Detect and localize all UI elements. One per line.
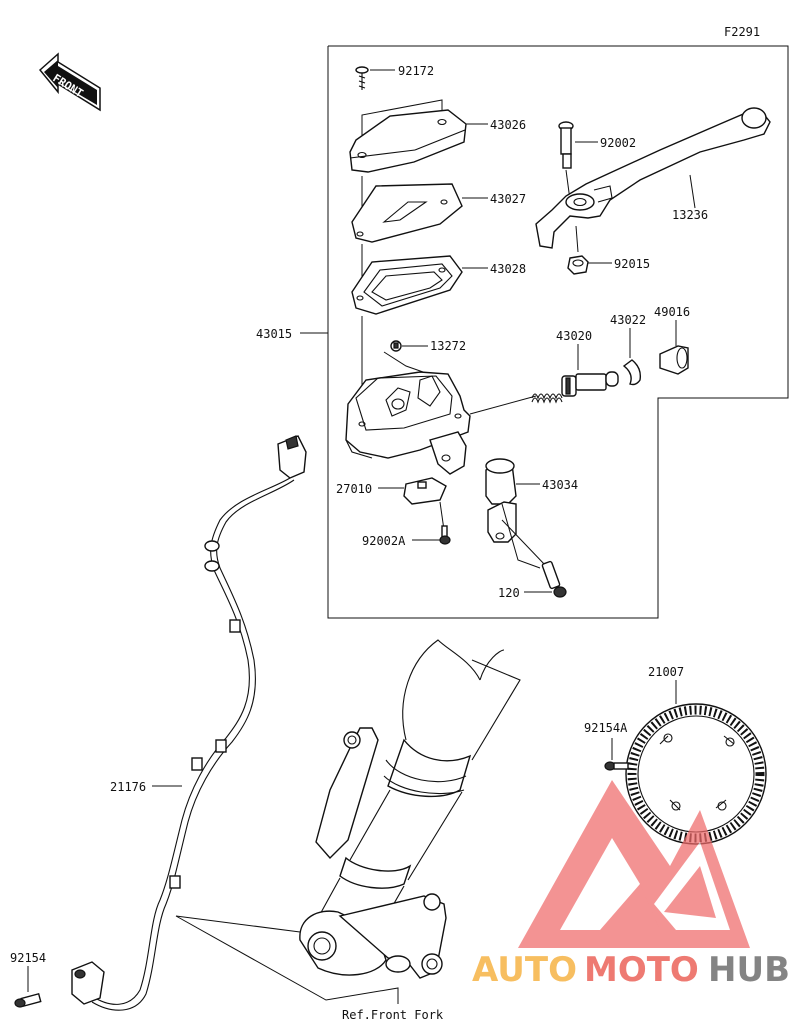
label-27010: 27010 [336, 482, 372, 496]
label-49016: 49016 [654, 305, 690, 319]
label-43022: 43022 [610, 313, 646, 327]
pivot-bolt-92002 [558, 121, 574, 169]
label-43026: 43026 [490, 118, 526, 132]
screw-92002A [439, 525, 451, 545]
label-21007: 21007 [648, 665, 684, 679]
plate-43027 [351, 183, 463, 243]
label-ref-front-fork: Ref.Front Fork [342, 1008, 444, 1022]
screw-92154A [604, 761, 629, 771]
diaphragm-43028 [351, 255, 463, 315]
reservoir-cap-43026 [349, 109, 467, 173]
bolt-92154 [14, 992, 42, 1008]
fork-ref-line [175, 915, 399, 1004]
label-13236: 13236 [672, 208, 708, 222]
brake-lever-13236 [535, 107, 771, 249]
ball-13272 [390, 340, 402, 352]
label-43034: 43034 [542, 478, 578, 492]
tone-ring-21007 [625, 703, 767, 845]
figure-code: F2291 [724, 25, 760, 39]
clamp-43034 [485, 458, 517, 543]
assembly-box [327, 45, 789, 619]
front-fork-ref [299, 639, 521, 979]
circlip-43022 [622, 359, 642, 386]
switch-27010 [403, 477, 447, 505]
nut-92015 [567, 255, 589, 275]
automotohub-logo: AUTO MOTO HUB [472, 780, 790, 990]
front-arrow-icon: FRONT [38, 52, 101, 112]
bolt-120 [541, 560, 567, 598]
label-92172: 92172 [398, 64, 434, 78]
boot-49016 [659, 345, 689, 375]
label-120: 120 [498, 586, 520, 600]
label-92002A: 92002A [362, 534, 406, 548]
screw-92172 [355, 66, 369, 90]
label-92002: 92002 [600, 136, 636, 150]
sensor-harness-21176 [71, 435, 307, 1011]
logo-moto: MOTO [584, 950, 699, 990]
label-13272: 13272 [430, 339, 466, 353]
label-92154: 92154 [10, 951, 46, 965]
label-43015: 43015 [256, 327, 292, 341]
label-43020: 43020 [556, 329, 592, 343]
logo-auto: AUTO [472, 950, 577, 990]
logo-hub: HUB [708, 950, 790, 990]
master-cylinder-body-43015 [345, 371, 471, 475]
label-43027: 43027 [490, 192, 526, 206]
piston-kit-43020 [531, 371, 619, 404]
label-92154A: 92154A [584, 721, 628, 735]
label-92015: 92015 [614, 257, 650, 271]
label-21176: 21176 [110, 780, 146, 794]
label-43028: 43028 [490, 262, 526, 276]
